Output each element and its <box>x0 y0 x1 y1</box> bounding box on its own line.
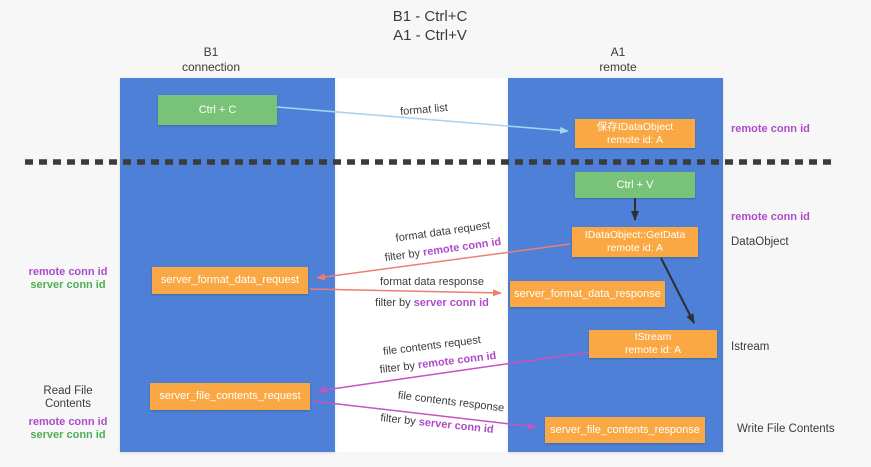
diagram-title: B1 - Ctrl+C A1 - Ctrl+V <box>330 7 530 45</box>
node-server-file-contents-request: server_file_contents_request <box>150 383 310 410</box>
node-server-file-contents-response: server_file_contents_response <box>545 417 705 443</box>
node-ctrl-c-label: Ctrl + C <box>198 103 237 116</box>
label-filter-server-1: filter by server conn id <box>375 297 489 309</box>
node-file-request-label: server_file_contents_request <box>159 390 301 402</box>
label-istream: Istream <box>731 341 770 353</box>
node-ctrl-v: Ctrl + V <box>575 172 695 198</box>
node-istream: IStream remote id: A <box>589 330 717 358</box>
left-conn-id-group-2: Read File Contents remote conn id server… <box>20 385 116 442</box>
lane-header-b1: B1 connection <box>150 45 272 75</box>
node-format-response-label: server_format_data_response <box>514 287 661 300</box>
label-remote-conn-id-left-2: remote conn id <box>28 416 108 428</box>
lane-a1-role: remote <box>599 60 637 74</box>
server-conn-id-text: server conn id <box>413 297 489 309</box>
label-server-conn-id-left-1: server conn id <box>30 279 106 291</box>
left-conn-id-group-1: remote conn id server conn id <box>20 266 116 292</box>
node-save-idataobject-line1: 保存IDataObject <box>596 120 674 133</box>
label-remote-conn-id-top-right: remote conn id <box>731 123 810 135</box>
label-dataobject: DataObject <box>731 236 789 248</box>
lane-a1-name: A1 <box>610 45 626 59</box>
node-istream-line2: remote id: A <box>624 344 682 356</box>
node-idataobject-getdata: IDataObject::GetData remote id: A <box>572 227 698 257</box>
lane-header-a1: A1 remote <box>557 45 679 75</box>
node-server-format-data-response: server_format_data_response <box>510 281 665 307</box>
node-save-idataobject-line2: remote id: A <box>606 133 664 146</box>
title-line-1: B1 - Ctrl+C <box>392 8 468 25</box>
node-ctrl-v-label: Ctrl + V <box>616 178 654 191</box>
node-getdata-line2: remote id: A <box>606 242 664 254</box>
lane-b1-name: B1 <box>203 45 219 59</box>
node-istream-line1: IStream <box>634 331 672 343</box>
label-write-file-contents: Write File Contents <box>737 423 835 435</box>
label-remote-conn-id-left-1: remote conn id <box>28 266 108 278</box>
node-server-format-data-request: server_format_data_request <box>152 267 308 294</box>
node-file-response-label: server_file_contents_response <box>550 423 700 436</box>
label-format-data-response: format data response <box>380 276 484 288</box>
filter-by-text: filter by <box>375 297 414 309</box>
node-getdata-line1: IDataObject::GetData <box>584 229 686 241</box>
label-server-conn-id-left-2: server conn id <box>30 429 106 441</box>
node-save-idataobject: 保存IDataObject remote id: A <box>575 119 695 148</box>
title-line-2: A1 - Ctrl+V <box>393 27 467 44</box>
label-read-file-contents: Read File Contents <box>43 385 93 410</box>
label-remote-conn-id-mid-right: remote conn id <box>731 211 810 223</box>
node-ctrl-c: Ctrl + C <box>158 95 277 125</box>
lane-b1-role: connection <box>181 60 241 74</box>
node-format-request-label: server_format_data_request <box>160 274 300 286</box>
